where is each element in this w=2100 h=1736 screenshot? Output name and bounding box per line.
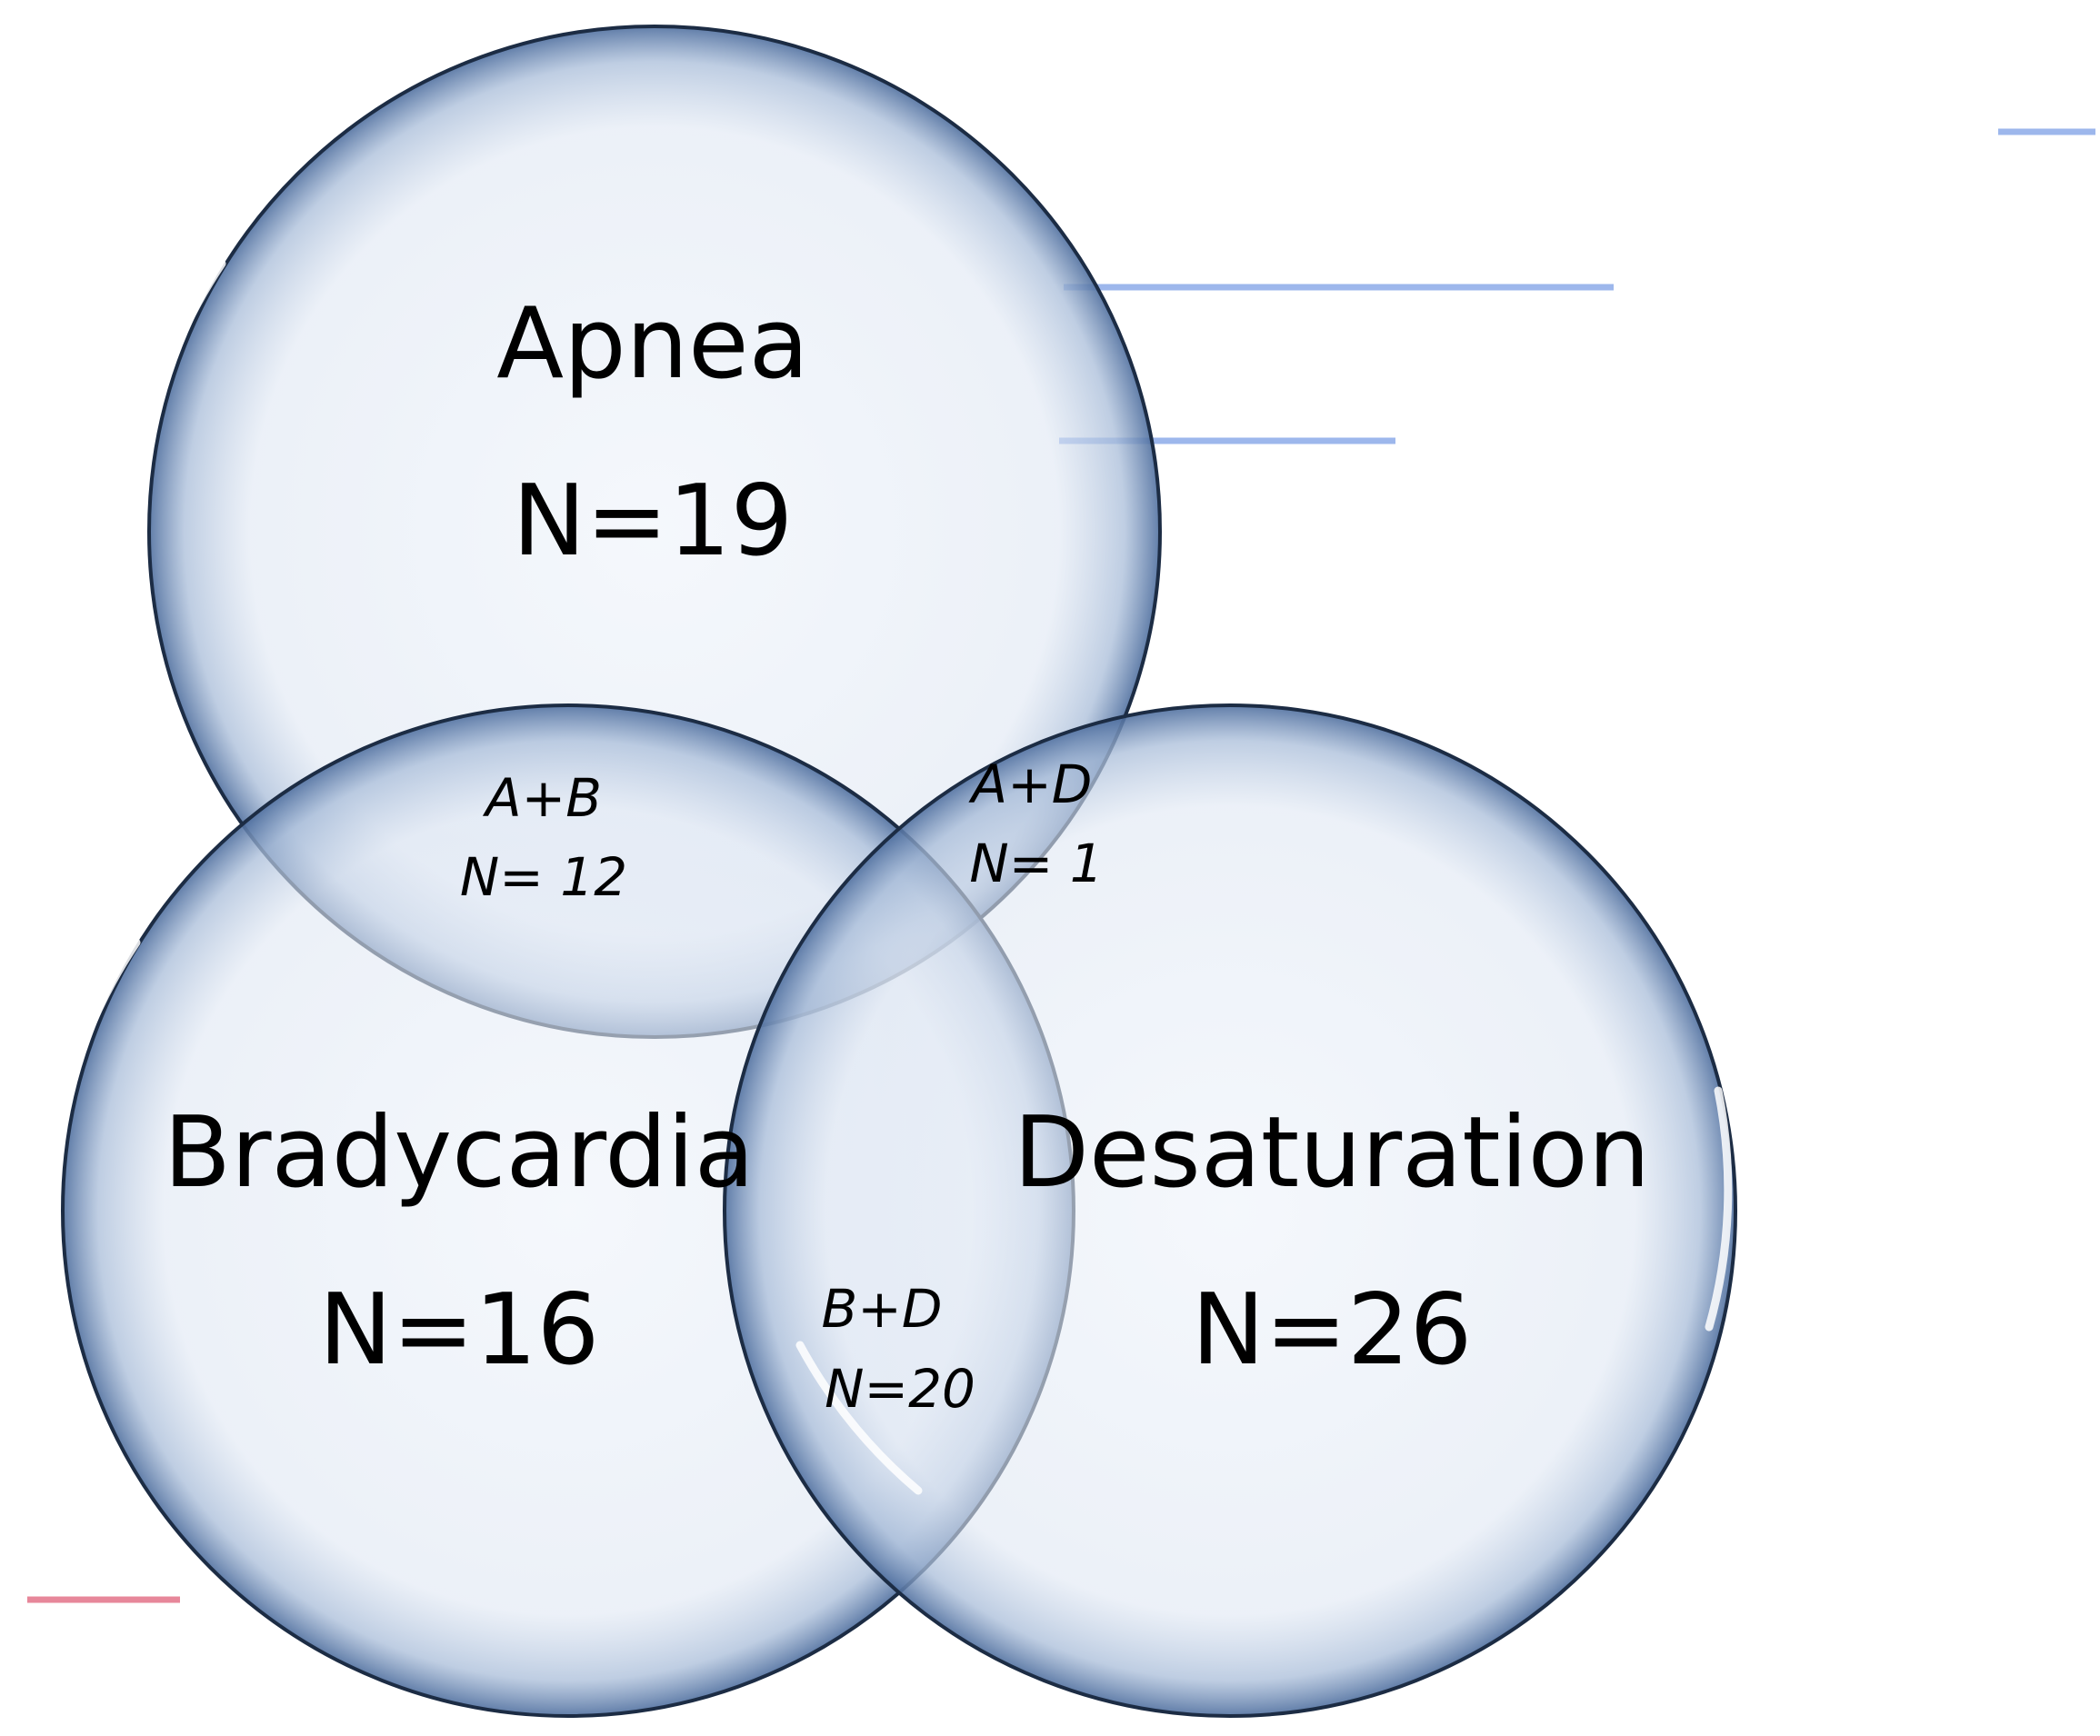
apnea-label: Apnea <box>496 287 809 401</box>
circle-desaturation <box>723 703 1737 1718</box>
desaturation-count: N=26 <box>1192 1273 1473 1387</box>
overlap-ad-label: A+D <box>968 753 1093 815</box>
bradycardia-count: N=16 <box>319 1273 600 1387</box>
bradycardia-label: Bradycardia <box>164 1096 755 1210</box>
overlap-bd-label: B+D <box>821 1278 942 1340</box>
overlap-bd-count: N=20 <box>825 1358 975 1420</box>
desaturation-label: Desaturation <box>1014 1096 1650 1210</box>
overlap-ad-count: N= 1 <box>969 833 1103 894</box>
apnea-count: N=19 <box>513 464 794 578</box>
overlap-ab-label: A+B <box>482 767 602 829</box>
overlap-ab-count: N= 12 <box>460 846 627 908</box>
